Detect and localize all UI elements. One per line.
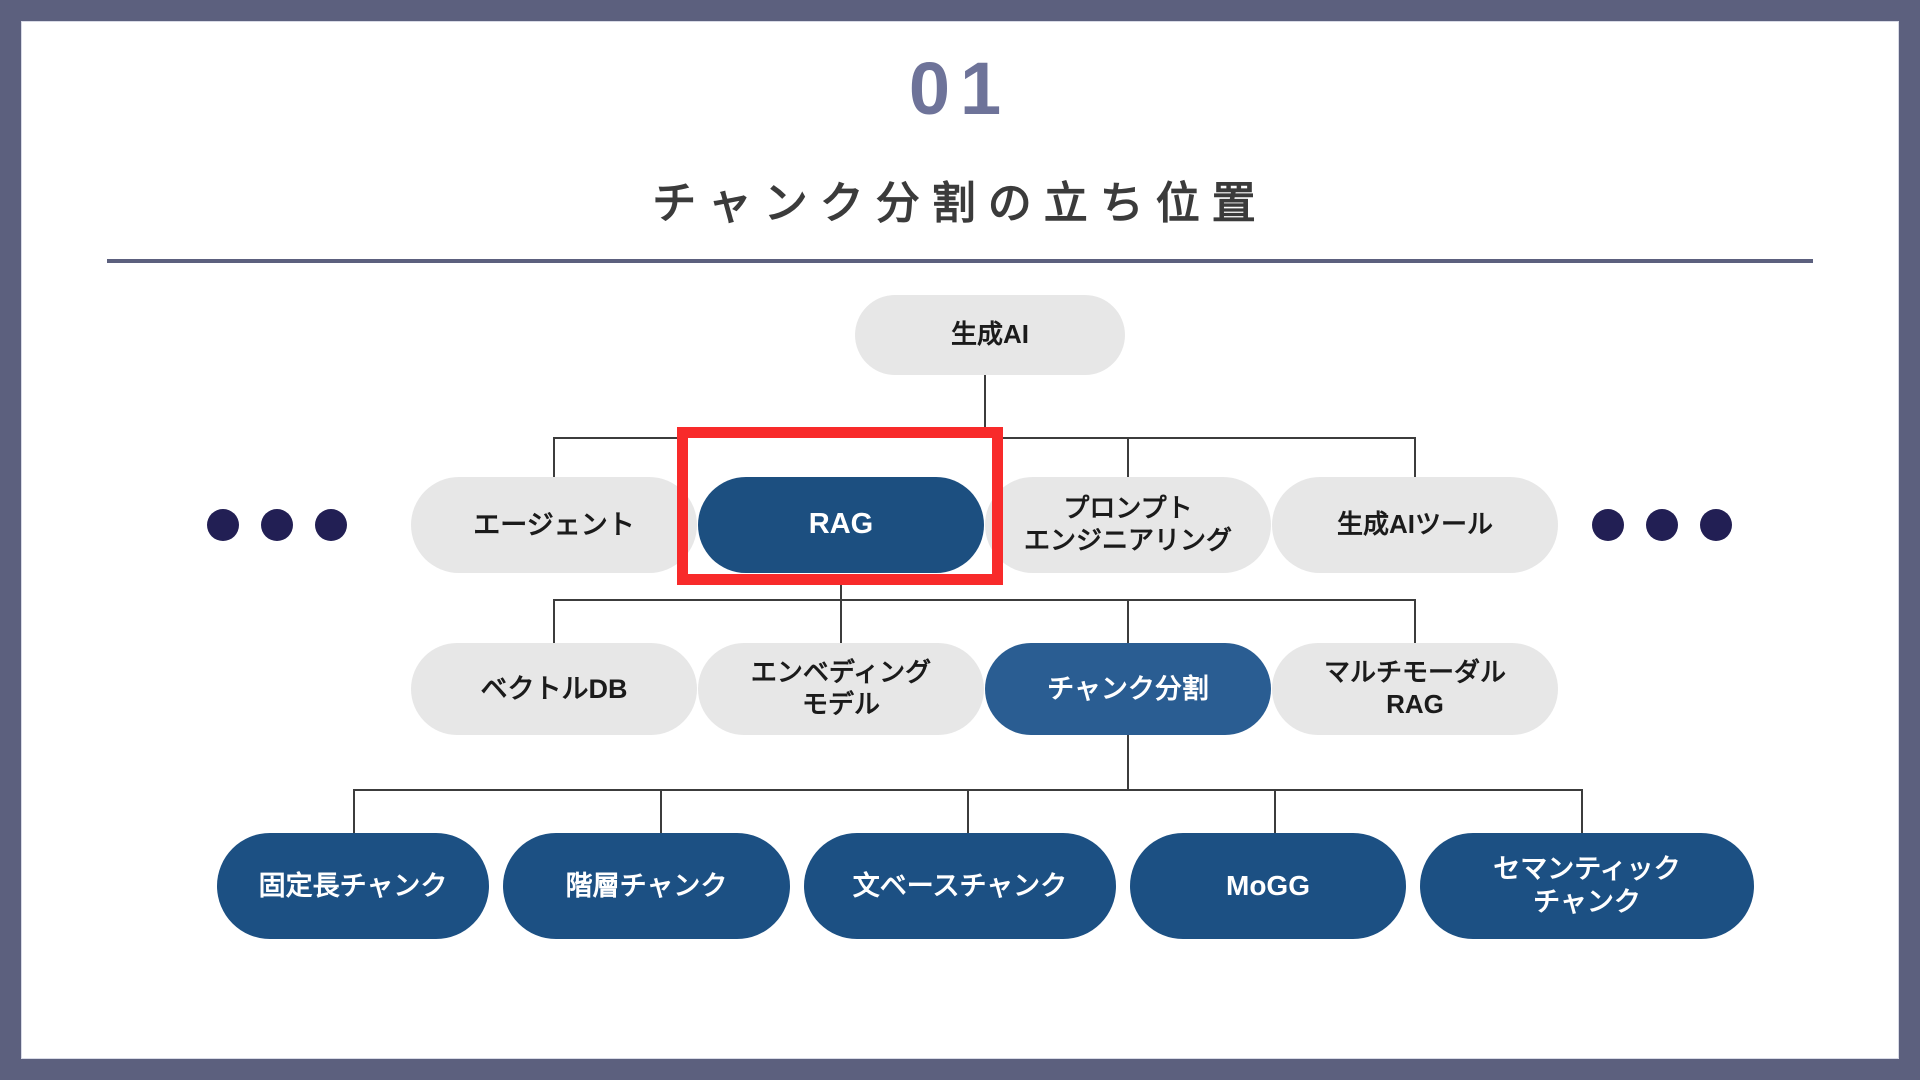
connector-level4-drop-1 [660, 789, 662, 833]
node-sentence-based-chunk[interactable]: 文ベースチャンク [804, 833, 1116, 939]
node-rag[interactable]: RAG [698, 477, 984, 573]
connector-level2-drop-2 [1127, 437, 1129, 479]
dot-icon [207, 509, 239, 541]
dot-icon [261, 509, 293, 541]
page-title: チャンク分割の立ち位置 [652, 179, 1268, 228]
more-indicator-left [207, 509, 347, 541]
node-label: チャンク分割 [1047, 673, 1209, 704]
connector-level3-drop-2 [1127, 599, 1129, 643]
node-label: マルチモーダル RAG [1323, 657, 1506, 719]
node-label: MoGG [1226, 869, 1310, 901]
more-indicator-right [1592, 509, 1732, 541]
connector-chunk-stem [1127, 733, 1129, 791]
node-label: RAG [808, 508, 874, 541]
node-genai-tools[interactable]: 生成AIツール [1272, 477, 1558, 573]
node-vector-db[interactable]: ベクトルDB [411, 643, 697, 735]
section-number: 01 [908, 47, 1012, 130]
node-prompt-engineering[interactable]: プロンプト エンジニアリング [985, 477, 1271, 573]
node-label: セマンティック チャンク [1493, 854, 1681, 917]
dot-icon [1646, 509, 1678, 541]
connector-level3-bus [553, 599, 1415, 601]
node-mogg[interactable]: MoGG [1130, 833, 1406, 939]
connector-root-stem [984, 375, 986, 439]
node-embedding-model[interactable]: エンベディング モデル [698, 643, 984, 735]
connector-level4-drop-3 [1274, 789, 1276, 833]
node-label: 生成AI [950, 319, 1029, 350]
node-hierarchical-chunk[interactable]: 階層チャンク [503, 833, 790, 939]
rag-highlight-box [677, 427, 1003, 585]
dot-icon [1700, 509, 1732, 541]
node-label: エンベディング モデル [750, 657, 932, 719]
title-divider [107, 259, 1813, 263]
node-fixed-length-chunk[interactable]: 固定長チャンク [217, 833, 489, 939]
connector-level3-drop-3 [1414, 599, 1416, 643]
dot-icon [315, 509, 347, 541]
connector-level4-drop-2 [967, 789, 969, 833]
node-label: 固定長チャンク [258, 870, 448, 901]
connector-level3-drop-1 [840, 599, 842, 643]
node-chunking[interactable]: チャンク分割 [985, 643, 1271, 735]
dot-icon [1592, 509, 1624, 541]
node-root-seisei-ai[interactable]: 生成AI [855, 295, 1125, 375]
node-label: 文ベースチャンク [852, 870, 1068, 901]
slide-canvas: 01 チャンク分割の立ち位置 生成AI エージ [22, 22, 1898, 1058]
connector-level4-drop-0 [353, 789, 355, 833]
node-label: 階層チャンク [565, 870, 728, 901]
node-label: 生成AIツール [1336, 509, 1493, 540]
node-multimodal-rag[interactable]: マルチモーダル RAG [1272, 643, 1558, 735]
node-agent[interactable]: エージェント [411, 477, 697, 573]
node-semantic-chunk[interactable]: セマンティック チャンク [1420, 833, 1754, 939]
connector-level3-drop-0 [553, 599, 555, 643]
connector-level2-drop-3 [1414, 437, 1416, 479]
connector-level4-drop-4 [1581, 789, 1583, 833]
hierarchy-diagram: 生成AI エージェント RAG プロンプト エンジニアリング 生成AIツール [22, 277, 1898, 1057]
connector-level2-drop-0 [553, 437, 555, 479]
node-label: ベクトルDB [480, 673, 628, 704]
node-label: エージェント [473, 509, 635, 540]
node-label: プロンプト エンジニアリング [1023, 493, 1232, 555]
